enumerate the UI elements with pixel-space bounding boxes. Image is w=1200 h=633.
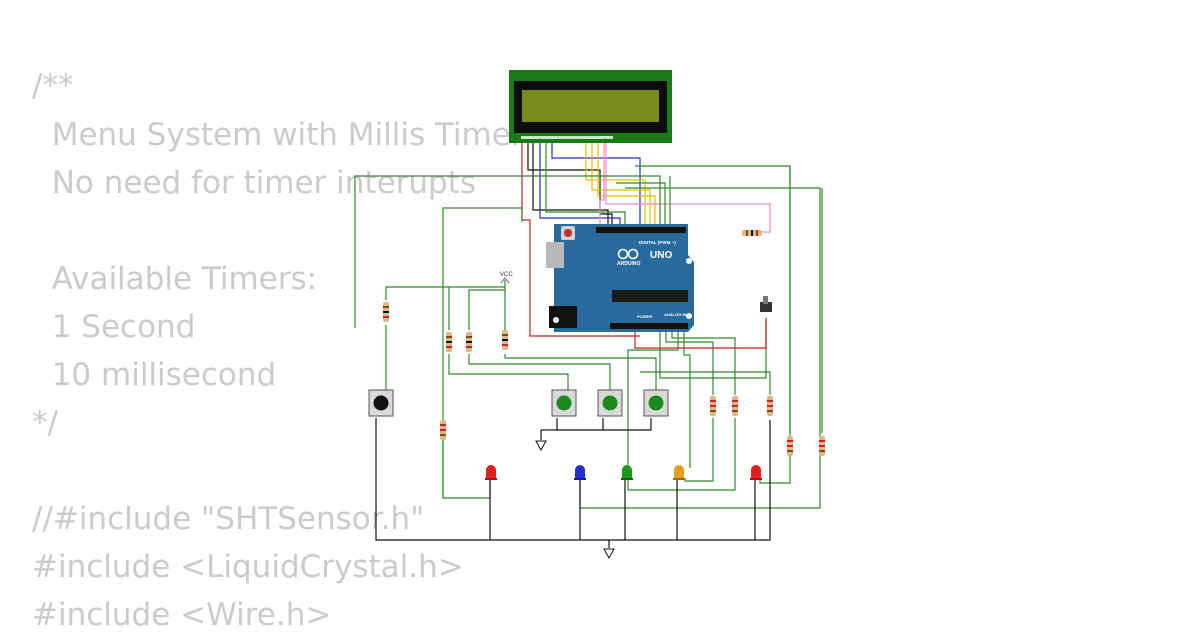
resistor-8	[767, 396, 773, 416]
lcd-display	[509, 70, 672, 143]
code-line-8: */	[32, 405, 58, 441]
resistors	[383, 230, 825, 456]
analog-label: ANALOG IN	[664, 312, 687, 317]
code-line-6: 1 Second	[32, 309, 196, 345]
led-red-1	[485, 465, 497, 480]
wire-a3-led	[683, 330, 691, 468]
resistor-9	[787, 436, 793, 456]
wire-btn-gnd	[556, 418, 652, 431]
wire-r4-btn4	[504, 354, 657, 390]
wire-led5-pin	[635, 165, 791, 484]
ground-symbol-buttons	[535, 440, 547, 452]
resistor-5	[440, 420, 446, 440]
wire-a0-r	[665, 330, 714, 395]
led-green	[621, 465, 633, 480]
arduino-logo	[617, 248, 639, 260]
mount-hole-1	[686, 258, 692, 264]
vcc-symbol: VCC	[500, 272, 513, 284]
wire-lcd-gnd	[527, 142, 613, 232]
wire-lcd-vcc	[521, 142, 640, 337]
board-name: UNO	[650, 250, 672, 261]
ground-symbols	[535, 440, 615, 560]
code-line-7: 10 millisecond	[32, 357, 277, 393]
arduino-board	[554, 224, 694, 332]
wire-a1-r	[671, 330, 736, 395]
lcd-pins	[521, 136, 613, 139]
analog-header	[610, 323, 688, 329]
wire-lcd-d6	[591, 142, 651, 232]
wire-lcd-led	[599, 142, 605, 226]
vcc-arrow	[500, 277, 510, 284]
code-line-5: Available Timers:	[32, 261, 318, 297]
wire-r-led4	[684, 418, 714, 482]
power-jack	[549, 306, 577, 328]
resistor-1	[383, 302, 389, 322]
code-line-3: No need for timer interupts	[32, 165, 477, 201]
usb-port	[546, 242, 564, 268]
switch-handle	[763, 296, 768, 304]
wire-r-d	[640, 371, 771, 395]
button-green-2	[597, 389, 623, 417]
power-label: POWER	[637, 314, 652, 319]
wire-r2-btn2	[448, 354, 569, 390]
led-blue	[574, 465, 586, 480]
wire-lcd-d4	[551, 142, 641, 232]
wire-led1-pin	[442, 207, 523, 498]
push-buttons	[368, 389, 669, 417]
button-green-3	[643, 389, 669, 417]
lcd-screen	[522, 90, 659, 122]
led-orange	[673, 465, 685, 480]
wire-lcd-d5	[585, 142, 646, 232]
mount-hole-2	[686, 313, 692, 319]
wire-5v-switch	[634, 318, 767, 349]
resistor-10	[819, 436, 825, 456]
wire-gnd-bus	[375, 418, 771, 541]
board-brand: ARDUINO	[617, 261, 640, 267]
led-red-2	[750, 465, 762, 480]
resistor-2	[446, 332, 452, 352]
code-line-12: #include <Wire.h>	[32, 597, 332, 633]
code-line-2: Menu System with Millis Timer	[32, 117, 524, 153]
wire-vcc-r1	[385, 280, 506, 300]
ground-symbol-leds	[603, 548, 615, 560]
mount-hole-3	[553, 317, 559, 323]
arduino-uno: UNO ARDUINO DIGITAL (PWM ~) POWER ANALOG…	[546, 224, 694, 332]
digital-label: DIGITAL (PWM ~)	[639, 240, 676, 245]
wire-lcd-e	[545, 142, 626, 232]
code-line-1: /**	[32, 68, 74, 104]
wire-r-led3	[627, 418, 736, 491]
resistor-11	[742, 230, 762, 236]
switch-body	[760, 302, 772, 312]
atmega-chip	[612, 290, 688, 302]
wires	[354, 142, 823, 548]
reset-button-cap	[564, 229, 572, 237]
resistor-3	[466, 332, 472, 352]
code-line-10: //#include "SHTSensor.h"	[32, 501, 425, 537]
wire-btn1-pin	[354, 175, 661, 328]
vcc-label: VCC	[500, 272, 513, 278]
wire-r-led1	[442, 430, 491, 499]
resistor-6	[710, 396, 716, 416]
wire-d-extra	[616, 182, 666, 232]
wire-vcc-r3	[468, 289, 505, 330]
wire-a2-led	[627, 330, 679, 465]
resistor-4	[502, 330, 508, 350]
leds	[485, 465, 762, 480]
button-black	[368, 389, 394, 417]
code-line-11: #include <LiquidCrystal.h>	[32, 549, 464, 585]
resistor-7	[732, 396, 738, 416]
digital-header	[596, 227, 686, 233]
wire-lcd-d7	[597, 142, 656, 232]
button-green-1	[551, 389, 577, 417]
slide-switch	[760, 296, 772, 312]
wire-r3-btn3	[468, 354, 611, 390]
wire-lcd-backlight	[605, 142, 771, 233]
